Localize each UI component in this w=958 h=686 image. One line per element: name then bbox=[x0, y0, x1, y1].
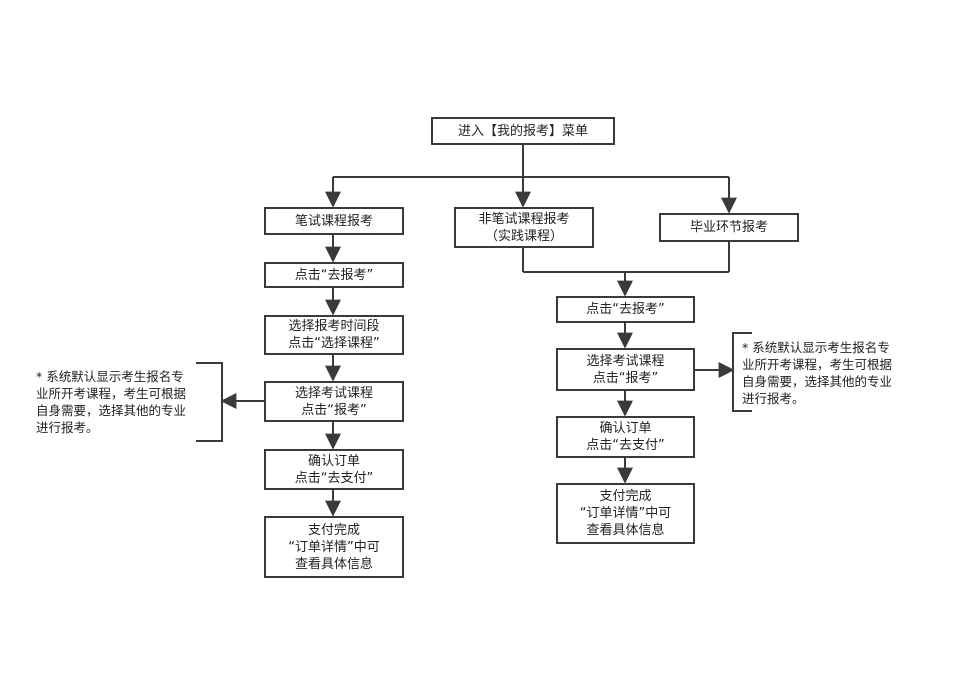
text-line: 毕业环节报考 bbox=[689, 220, 768, 235]
text-line: （实践课程） bbox=[484, 228, 563, 244]
left-go-register-node: 点击“去报考” bbox=[264, 262, 404, 288]
text-line: 选择考试课程 bbox=[294, 385, 373, 401]
text-line: * 系统默认显示考生报名专 bbox=[36, 369, 184, 384]
text-line: 点击“去报考” bbox=[294, 267, 374, 283]
text-line: 点击“报考” bbox=[301, 402, 367, 418]
text-line: 进行报考。 bbox=[742, 391, 805, 406]
nonwritten-course-node: 非笔试课程报考（实践课程） bbox=[454, 207, 594, 248]
text-line: 选择考试课程 bbox=[586, 353, 665, 369]
left-select-course-node: 选择考试课程点击“报考” bbox=[264, 381, 404, 422]
text-line: 业所开考课程，考生可根据 bbox=[36, 386, 187, 401]
text-line: 业所开考课程，考生可根据 bbox=[742, 357, 893, 372]
text-line: 查看具体信息 bbox=[586, 523, 665, 538]
left-note: * 系统默认显示考生报名专业所开考课程，考生可根据自身需要，选择其他的专业进行报… bbox=[36, 368, 186, 436]
left-select-period-node: 选择报考时间段点击“选择课程” bbox=[264, 315, 404, 355]
text-line: “订单详情”中可 bbox=[579, 506, 672, 521]
text-line: 点击“去支付” bbox=[294, 470, 374, 486]
text-line: 查看具体信息 bbox=[294, 556, 373, 572]
right-select-course-node: 选择考试课程点击“报考” bbox=[556, 348, 695, 391]
text-line: 笔试课程报考 bbox=[294, 213, 373, 229]
right-payment-done-node: 支付完成 “订单详情”中可查看具体信息 bbox=[556, 483, 695, 544]
text-line: 自身需要，选择其他的专业 bbox=[742, 374, 893, 389]
left-confirm-order-node: 确认订单点击“去支付” bbox=[264, 449, 404, 490]
text-line: 点击“去报考” bbox=[586, 302, 665, 317]
left-payment-done-node: 支付完成“订单详情”中可查看具体信息 bbox=[264, 516, 404, 578]
graduation-node: 毕业环节报考 bbox=[659, 213, 799, 242]
text-line: 支付完成 bbox=[599, 489, 652, 504]
right-confirm-order-node: 确认订单点击“去支付” bbox=[556, 416, 695, 458]
text-line: 自身需要，选择其他的专业 bbox=[36, 403, 187, 418]
right-note: * 系统默认显示考生报名专业所开考课程，考生可根据自身需要，选择其他的专业进行报… bbox=[742, 339, 892, 407]
text-line: 非笔试课程报考 bbox=[478, 211, 570, 227]
text-line: 点击“报考” bbox=[592, 370, 659, 386]
text-line: 进行报考。 bbox=[36, 420, 99, 435]
text-line: “订单详情”中可 bbox=[288, 539, 380, 555]
text-line: 选择报考时间段 bbox=[288, 319, 380, 334]
start-node: 进入【我的报考】菜单 bbox=[431, 117, 615, 145]
text-line: 点击“选择课程” bbox=[288, 336, 380, 351]
text-line: 点击“去支付” bbox=[586, 438, 665, 453]
right-note-bracket bbox=[732, 332, 752, 412]
right-go-register-node: 点击“去报考” bbox=[556, 296, 695, 323]
text-line: 支付完成 bbox=[307, 522, 360, 538]
left-note-bracket bbox=[196, 362, 223, 442]
text-line: 进入【我的报考】菜单 bbox=[457, 123, 588, 139]
text-line: * 系统默认显示考生报名专 bbox=[742, 340, 890, 355]
text-line: 确认订单 bbox=[307, 453, 360, 469]
text-line: 确认订单 bbox=[599, 421, 652, 436]
written-course-node: 笔试课程报考 bbox=[264, 207, 404, 235]
